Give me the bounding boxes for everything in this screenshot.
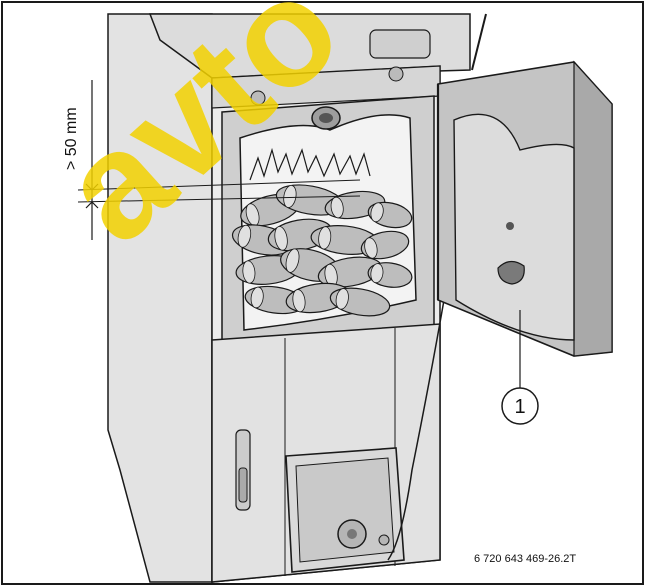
wood-log-end <box>292 289 306 313</box>
top-connector <box>369 29 431 59</box>
wood-log-end <box>285 248 300 273</box>
wood-log-end <box>370 263 384 284</box>
wood-log-end <box>250 286 264 309</box>
callout-number: 1 <box>514 396 525 418</box>
figure-code: 6 720 643 469-26.2T <box>474 553 576 565</box>
wood-log-end <box>318 226 332 250</box>
door-cable <box>387 299 445 561</box>
wood-log-end <box>237 224 252 248</box>
firewood-logs <box>231 147 413 317</box>
wood-log-end <box>364 237 378 259</box>
wood-log-end <box>274 226 288 251</box>
dimension-arrow <box>85 183 99 191</box>
wood-log-end <box>370 202 384 223</box>
top-pipe <box>471 13 487 71</box>
dimension-arrow <box>85 201 99 209</box>
dimension-ext-line <box>77 179 361 191</box>
small-knob-icon <box>378 534 390 546</box>
callout-circle <box>501 387 539 425</box>
wood-log-end <box>242 260 256 284</box>
dimension-label: > 50 mm <box>63 107 80 170</box>
door-insulation-panel <box>453 113 575 341</box>
dimension-ext-line <box>77 195 361 203</box>
wood-log-end <box>335 288 349 310</box>
wood-log-end <box>330 196 344 219</box>
door-latch-icon <box>497 260 525 285</box>
ash-door-inner <box>295 457 395 563</box>
door-hole-icon <box>506 222 514 230</box>
inspection-port-inner <box>319 113 333 123</box>
air-control-knob-center <box>347 529 357 539</box>
door-edge <box>573 60 613 357</box>
bolt-icon <box>388 66 404 82</box>
handle-grip <box>238 467 248 503</box>
flame-icon <box>249 147 371 181</box>
bolt-icon <box>250 90 266 106</box>
